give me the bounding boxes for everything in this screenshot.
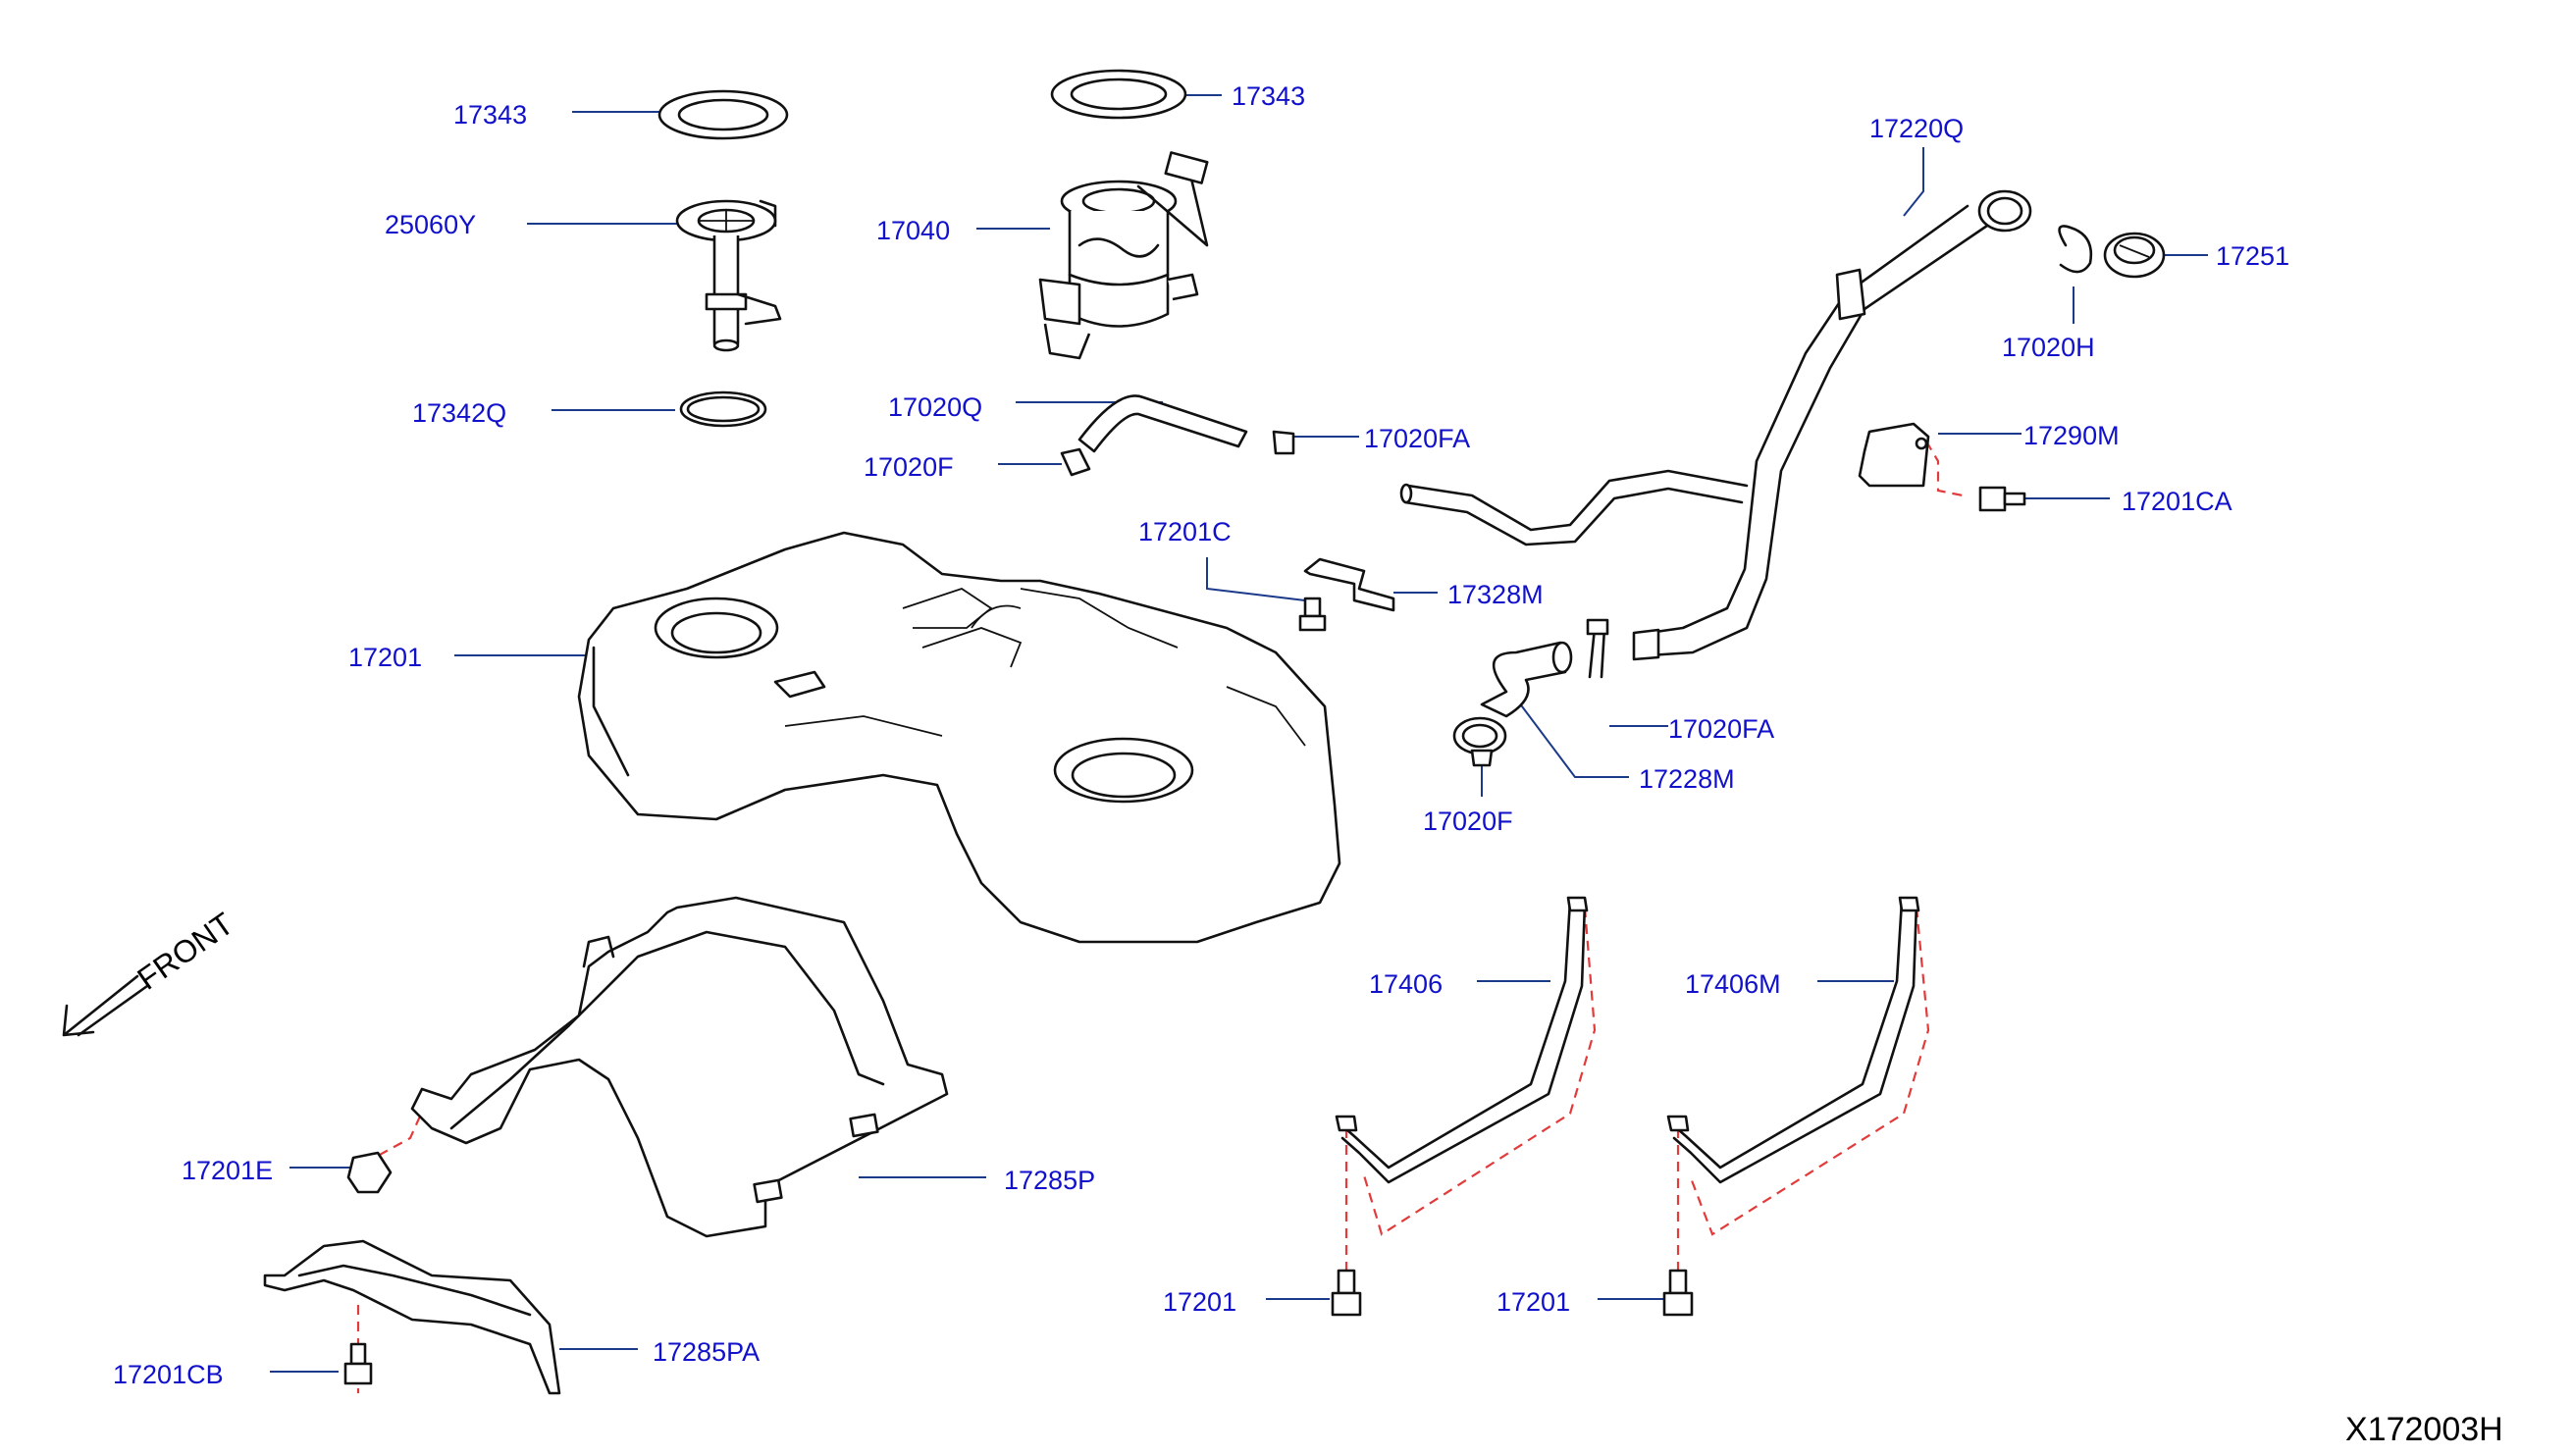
part-label-17290M: 17290M — [2023, 421, 2120, 450]
part-label-17343-left: 17343 — [453, 100, 527, 130]
part-label-17020FA-top: 17020FA — [1364, 424, 1470, 453]
part-label-17285P: 17285P — [1004, 1166, 1095, 1195]
part-label-17020F-top: 17020F — [864, 452, 954, 482]
hose-bracket-icon — [1303, 557, 1395, 612]
o-ring-icon — [679, 390, 767, 428]
part-label-17201-bolt-left: 17201 — [1163, 1287, 1236, 1317]
filler-bracket-icon — [1858, 422, 1930, 488]
part-label-17020FA-mid: 17020FA — [1668, 714, 1774, 744]
nut-icon — [346, 1151, 393, 1194]
vent-hose-icon — [1480, 641, 1573, 718]
part-label-17201-tank: 17201 — [348, 643, 422, 672]
part-labels: 17343 25060Y 17342Q 17343 17040 17020Q 1… — [113, 81, 2503, 1448]
part-label-17251: 17251 — [2216, 241, 2289, 271]
bolt-icon — [1662, 1269, 1694, 1317]
hose-clip-icon — [1586, 618, 1609, 679]
part-label-17040: 17040 — [876, 216, 950, 245]
part-label-17201E: 17201E — [182, 1156, 273, 1185]
part-label-17201CA: 17201CA — [2122, 487, 2232, 516]
part-label-17342Q: 17342Q — [412, 398, 506, 428]
part-label-17020H: 17020H — [2002, 333, 2095, 362]
fuel-hose-icon — [1060, 394, 1295, 477]
part-label-17285PA: 17285PA — [653, 1337, 760, 1367]
fuel-level-sender-icon — [675, 199, 782, 352]
front-label: FRONT — [131, 906, 239, 997]
part-label-17343-right: 17343 — [1232, 81, 1305, 111]
heat-insulator-small-icon — [263, 1239, 561, 1395]
bolt-icon — [1298, 597, 1327, 632]
cap-tether-icon — [2058, 225, 2093, 274]
fuel-cap-icon — [2103, 232, 2166, 279]
front-direction-arrow — [62, 974, 149, 1037]
bolt-icon — [343, 1342, 373, 1385]
leader-lines — [270, 94, 2208, 1373]
heat-insulator-icon — [410, 896, 949, 1238]
fuel-tank-icon — [577, 531, 1341, 944]
part-label-17201-bolt-right: 17201 — [1497, 1287, 1570, 1317]
part-label-17020Q: 17020Q — [888, 392, 982, 422]
diagram-code: X172003H — [2345, 1411, 2503, 1448]
part-label-17220Q: 17220Q — [1869, 114, 1964, 143]
part-label-17201C: 17201C — [1138, 517, 1232, 546]
part-label-17406M: 17406M — [1685, 969, 1781, 999]
bolt-icon — [1331, 1269, 1362, 1317]
gasket-ring-icon — [1050, 69, 1187, 120]
part-label-17228M: 17228M — [1639, 764, 1735, 794]
tank-strap-icon — [1335, 896, 1589, 1184]
part-label-17201CB: 17201CB — [113, 1360, 224, 1389]
filler-tube-icon — [1399, 189, 2032, 661]
hose-clamp-icon — [1452, 716, 1507, 767]
gasket-ring-icon — [657, 89, 789, 140]
fuel-pump-module-icon — [1038, 151, 1209, 360]
part-label-25060Y: 25060Y — [385, 210, 476, 239]
part-label-17406: 17406 — [1369, 969, 1443, 999]
part-label-17020F-mid: 17020F — [1423, 806, 1513, 836]
part-label-17328M: 17328M — [1447, 580, 1544, 609]
tank-strap-icon — [1666, 896, 1920, 1184]
bolt-icon — [1978, 486, 2026, 512]
